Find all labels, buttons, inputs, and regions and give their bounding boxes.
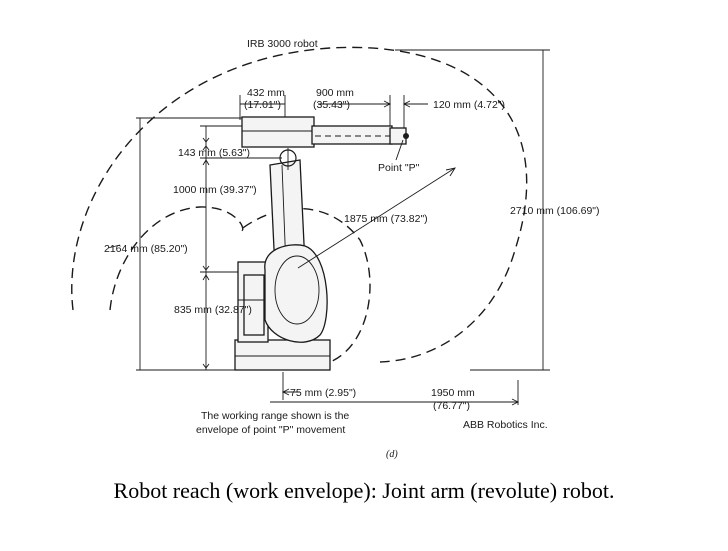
dim-1000: 1000 mm (39.37") — [173, 184, 257, 196]
dim-432: 432 mm — [247, 87, 285, 99]
point-p-marker — [403, 133, 409, 139]
dim-900: 900 mm — [316, 87, 354, 99]
work-envelope-outer — [71, 46, 528, 363]
credit-label: ABB Robotics Inc. — [463, 419, 548, 431]
dim-1875: 1875 mm (73.82") — [344, 213, 428, 225]
point-p-label: Point "P" — [378, 162, 420, 174]
dim-835: 835 mm (32.87") — [174, 304, 252, 316]
dim-432-in: (17.01") — [244, 99, 281, 111]
robot-title: IRB 3000 robot — [247, 38, 318, 50]
work-envelope-inner — [109, 206, 371, 363]
dim-120: 120 mm (4.72") — [433, 99, 505, 111]
robot-shoulder-housing — [264, 244, 328, 343]
dim-1950-in: (76.77") — [433, 400, 470, 412]
working-range-note-1: The working range shown is the — [201, 410, 349, 422]
dim-143: 143 mm (5.63") — [178, 147, 250, 159]
dim-900-in: (35.43") — [313, 99, 350, 111]
dim-75: 75 mm (2.95") — [290, 387, 356, 399]
dim-2710: 2710 mm (106.69") — [510, 205, 600, 217]
dim-2164: 2164 mm (85.20") — [104, 243, 188, 255]
figure-sub-label: (d) — [386, 449, 398, 460]
working-range-note-2: envelope of point "P" movement — [196, 424, 345, 436]
reach-line — [297, 167, 456, 269]
robot-base — [234, 339, 331, 371]
slide-caption: Robot reach (work envelope): Joint arm (… — [113, 478, 615, 503]
robot-upper-arm — [241, 116, 315, 148]
dim-1950: 1950 mm — [431, 387, 475, 399]
